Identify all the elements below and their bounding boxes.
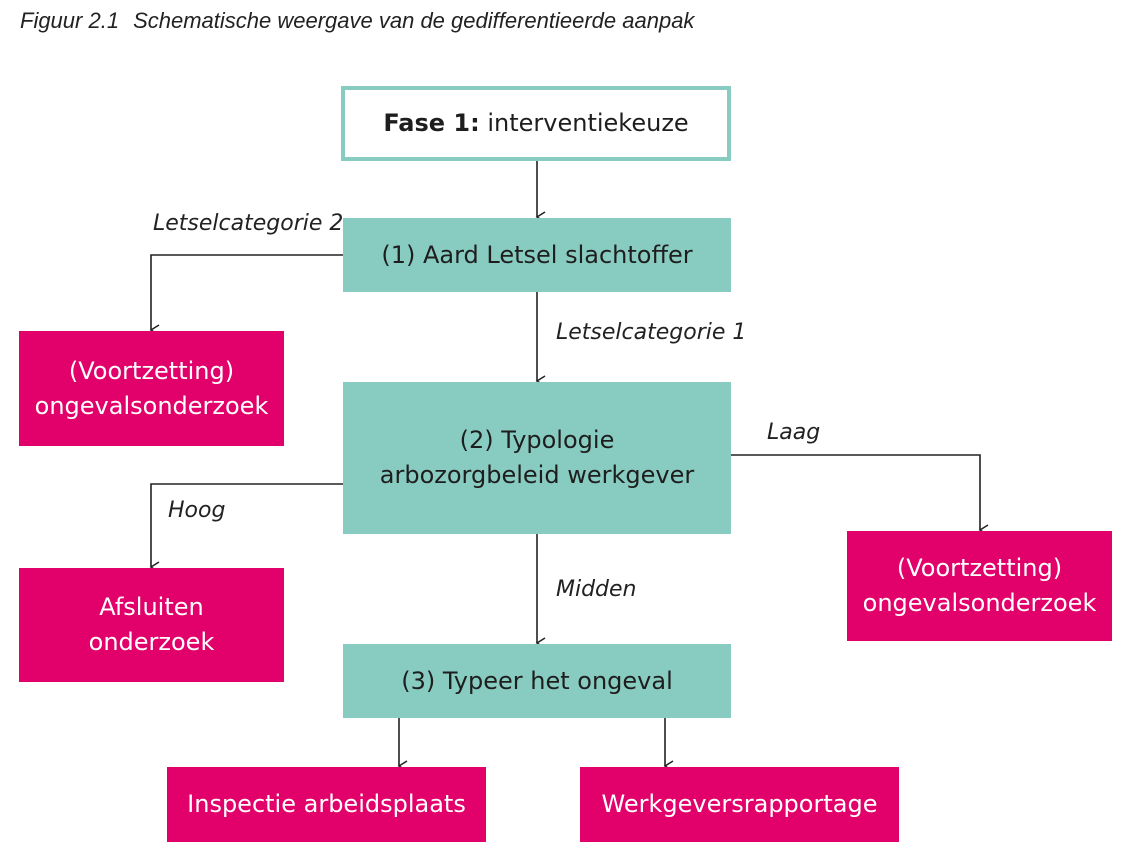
figure-title: Schematische weergave van de gedifferent… [133, 8, 695, 33]
close-line1: Afsluiten [99, 593, 204, 622]
edge-step2-to-close [149, 483, 343, 573]
phase-1-box: Fase 1: interventiekeuze [341, 86, 731, 161]
edge-label-cat1: Letselcategorie 1 [556, 320, 747, 345]
edge-label-high: Hoog [168, 498, 226, 523]
edge-step2-to-continue-right [731, 454, 989, 536]
step-3-box: (3) Typeer het ongeval [343, 644, 731, 718]
edge-label-low: Laag [767, 420, 821, 445]
continue-right-line1: (Voortzetting) [896, 554, 1063, 583]
phase-1-text: interventiekeuze [479, 109, 689, 138]
employer-report-box: Werkgeversrapportage [580, 767, 899, 842]
inspection-box: Inspectie arbeidsplaats [167, 767, 486, 842]
continue-right-line2: ongevalsonderzoek [862, 589, 1097, 617]
inspection-label: Inspectie arbeidsplaats [187, 790, 466, 819]
step-2-box: (2) Typologie arbozorgbeleid werkgever [343, 382, 731, 534]
continue-investigation-left-box: (Voortzetting) ongevalsonderzoek [19, 331, 284, 446]
step-1-label: (1) Aard Letsel slachtoffer [381, 240, 693, 269]
figure-caption: Figuur 2.1 Schematische weergave van de g… [20, 8, 694, 34]
close-investigation-box: Afsluiten onderzoek [19, 568, 284, 682]
step-1-box: (1) Aard Letsel slachtoffer [343, 218, 731, 292]
step-2-label-line2: arbozorgbeleid werkgever [379, 461, 695, 489]
figure-number: Figuur 2.1 [20, 8, 120, 33]
continue-investigation-right-box: (Voortzetting) ongevalsonderzoek [847, 531, 1112, 641]
phase-1-bold: Fase 1: [383, 109, 480, 138]
continue-left-line2: ongevalsonderzoek [34, 391, 269, 420]
close-line2: onderzoek [88, 628, 215, 656]
employer-report-label: Werkgeversrapportage [601, 790, 878, 819]
step-2-label-line1: (2) Typologie [459, 426, 615, 455]
step-3-label: (3) Typeer het ongeval [401, 666, 673, 695]
edge-label-cat2: Letselcategorie 2 [153, 211, 344, 236]
continue-left-line1: (Voortzetting) [68, 356, 235, 385]
edge-step1-to-continue-left [149, 254, 343, 336]
edge-label-middle: Midden [556, 577, 637, 602]
